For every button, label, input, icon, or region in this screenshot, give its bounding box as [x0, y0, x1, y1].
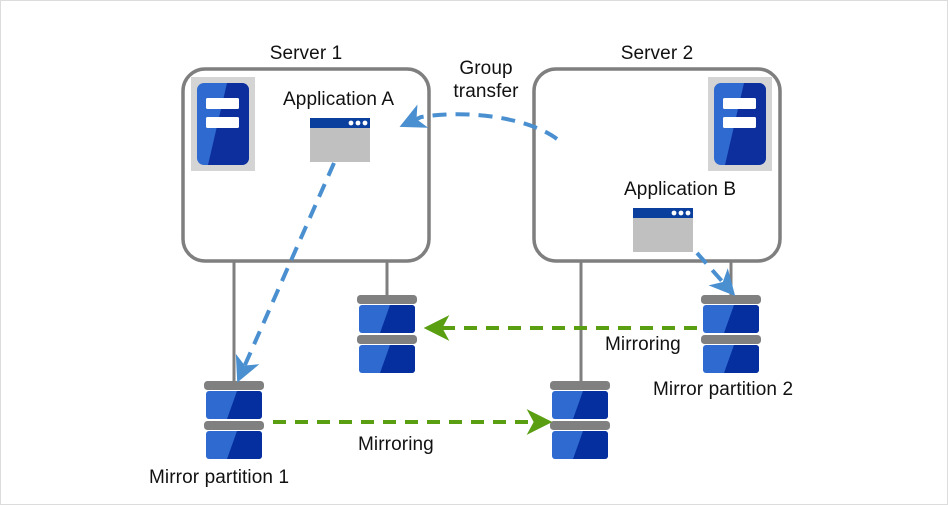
disk-stack-icon — [550, 381, 610, 459]
group-transfer-arrow — [399, 104, 559, 141]
group-transfer-label-line2: transfer — [453, 80, 519, 102]
disk-stack-icon — [204, 381, 264, 459]
server-tower-icon — [191, 77, 255, 171]
server-tower-icon — [708, 77, 772, 171]
disk-stack-icon — [701, 295, 761, 373]
mirror-partition-1-label: Mirror partition 1 — [149, 467, 290, 488]
application-b-to-partition-2-arrow — [695, 251, 736, 296]
mirroring-upper-label: Mirroring — [605, 334, 681, 355]
group-transfer-label-line1: Group — [459, 58, 513, 79]
application-window-icon — [310, 118, 370, 162]
application-a-to-partition-1-arrow — [235, 162, 336, 383]
server-2-title: Server 2 — [620, 43, 694, 64]
server-1-title: Server 1 — [269, 43, 343, 64]
application-b-label: Application B — [624, 179, 737, 200]
group-transfer-label: Group transfer — [431, 58, 541, 104]
mirroring-lower-label: Mirroring — [358, 434, 434, 455]
disk-stack-icon — [357, 295, 417, 373]
mirror-partition-2-label: Mirror partition 2 — [653, 379, 794, 400]
application-a-label: Application A — [283, 89, 395, 110]
application-window-icon — [633, 208, 693, 252]
